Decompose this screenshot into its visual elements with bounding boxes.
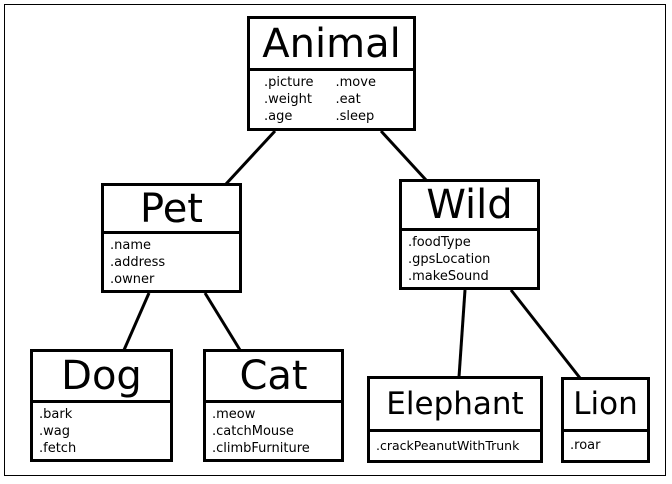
node-animal-attributes-col2: .move .eat .sleep xyxy=(336,74,408,126)
attribute: .weight xyxy=(264,92,312,107)
node-dog: Dog .bark .wag .fetch xyxy=(30,349,173,462)
diagram-frame xyxy=(4,4,666,476)
node-cat: Cat .meow .catchMouse .climbFurniture xyxy=(203,349,344,462)
edge-wild-elephant xyxy=(457,289,467,378)
node-animal-attributes-col1: .picture .weight .age xyxy=(264,74,336,126)
node-lion-title: Lion xyxy=(564,380,647,432)
attribute: .crackPeanutWithTrunk xyxy=(376,437,520,453)
attribute: .eat xyxy=(335,92,361,107)
node-dog-attributes: .bark .wag .fetch xyxy=(33,403,170,459)
attribute: .meow xyxy=(212,407,256,422)
node-lion-attributes: .roar xyxy=(564,432,647,460)
attribute: .fetch xyxy=(39,441,77,456)
node-cat-title: Cat xyxy=(206,352,341,403)
attribute: .name xyxy=(110,238,151,253)
attribute: .catchMouse xyxy=(212,424,294,439)
node-cat-attributes: .meow .catchMouse .climbFurniture xyxy=(206,403,341,459)
attribute: .climbFurniture xyxy=(212,441,310,456)
attribute: .wag xyxy=(39,424,70,439)
node-wild-attributes: .foodType .gpsLocation .makeSound xyxy=(402,231,537,287)
attribute: .roar xyxy=(570,437,601,453)
node-pet: Pet .name .address .owner xyxy=(101,183,242,293)
node-wild: Wild .foodType .gpsLocation .makeSound xyxy=(399,179,540,290)
node-animal: Animal .picture .weight .age .move .eat … xyxy=(247,16,416,131)
node-elephant: Elephant .crackPeanutWithTrunk xyxy=(367,376,543,463)
node-elephant-title: Elephant xyxy=(370,379,540,432)
attribute: .move xyxy=(335,75,376,90)
attribute: .foodType xyxy=(408,235,471,250)
node-elephant-attributes: .crackPeanutWithTrunk xyxy=(370,432,540,460)
edge-pet-dog xyxy=(122,292,151,351)
edge-animal-wild xyxy=(379,129,428,182)
node-animal-title: Animal xyxy=(250,19,413,71)
node-lion: Lion .roar xyxy=(561,377,650,463)
node-pet-attributes: .name .address .owner xyxy=(104,234,239,290)
attribute: .age xyxy=(264,109,293,124)
edge-wild-lion xyxy=(509,289,582,379)
node-wild-title: Wild xyxy=(402,182,537,231)
node-animal-attributes: .picture .weight .age .move .eat .sleep xyxy=(250,71,413,128)
node-pet-title: Pet xyxy=(104,186,239,234)
attribute: .gpsLocation xyxy=(408,252,491,267)
attribute: .address xyxy=(110,255,166,270)
attribute: .makeSound xyxy=(408,269,489,284)
attribute: .picture xyxy=(264,75,314,90)
attribute: .owner xyxy=(110,272,155,287)
node-dog-title: Dog xyxy=(33,352,170,403)
edge-pet-cat xyxy=(203,292,242,351)
attribute: .sleep xyxy=(335,109,375,124)
edge-animal-pet xyxy=(224,129,277,186)
attribute: .bark xyxy=(39,407,73,422)
